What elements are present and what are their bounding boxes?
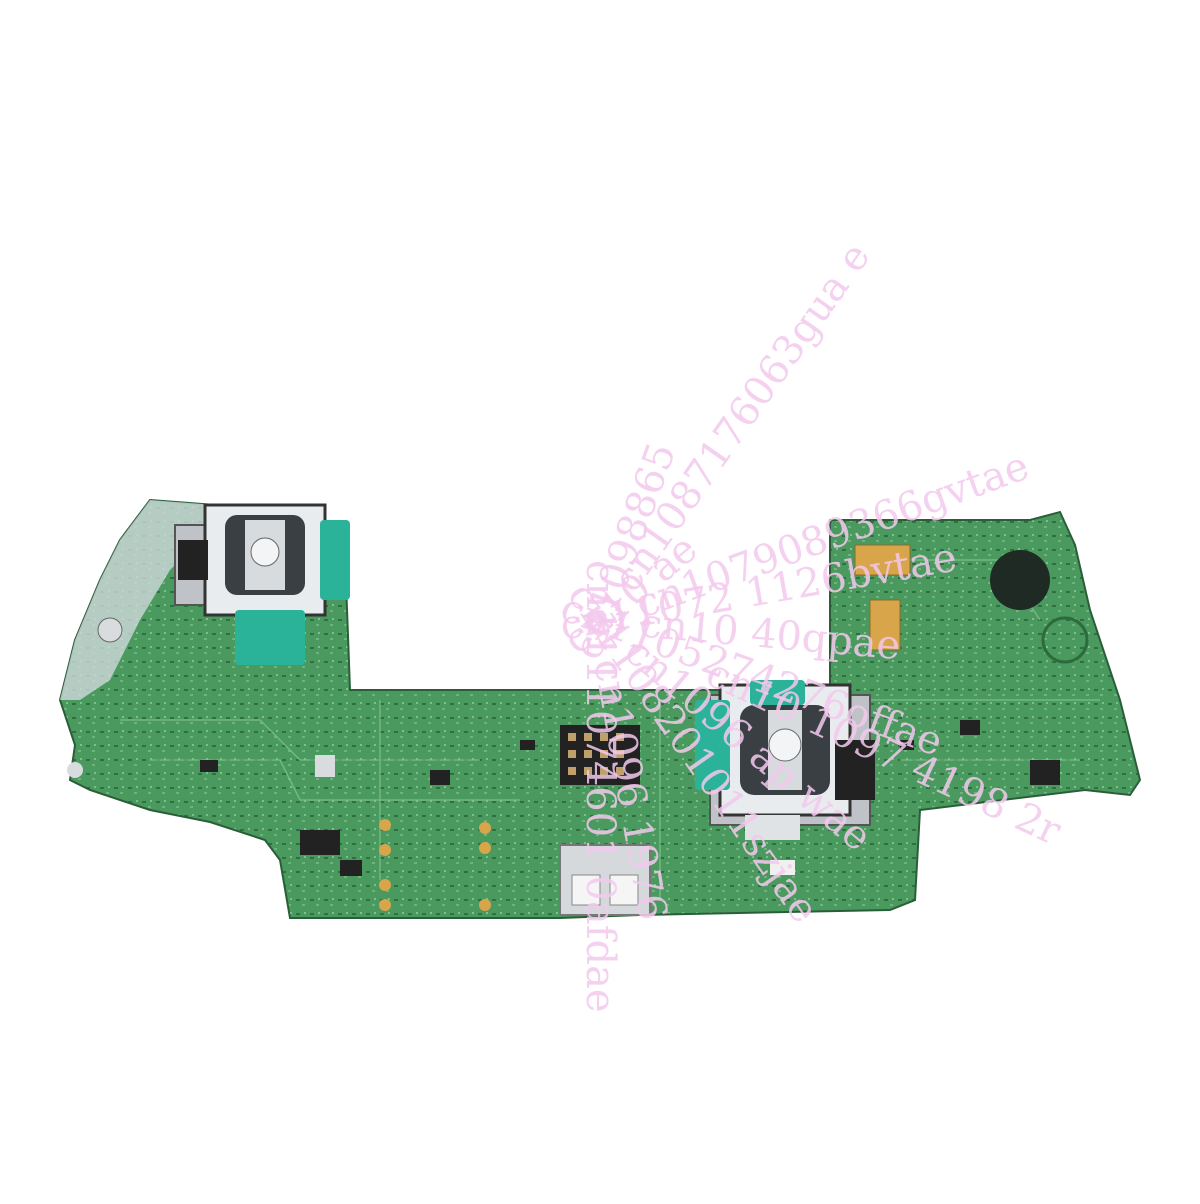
gold-connector [854,544,911,576]
usb-port [559,844,651,916]
mounting-hole-bottom [67,762,83,778]
left-joystick [174,503,350,665]
gold-connector-2 [869,599,901,651]
coin-battery [990,550,1050,610]
right-joystick [695,680,875,840]
pin-header [560,725,640,785]
mounting-hole-left [97,617,123,643]
test-pads [379,819,491,911]
pcb-logo [1041,616,1089,664]
